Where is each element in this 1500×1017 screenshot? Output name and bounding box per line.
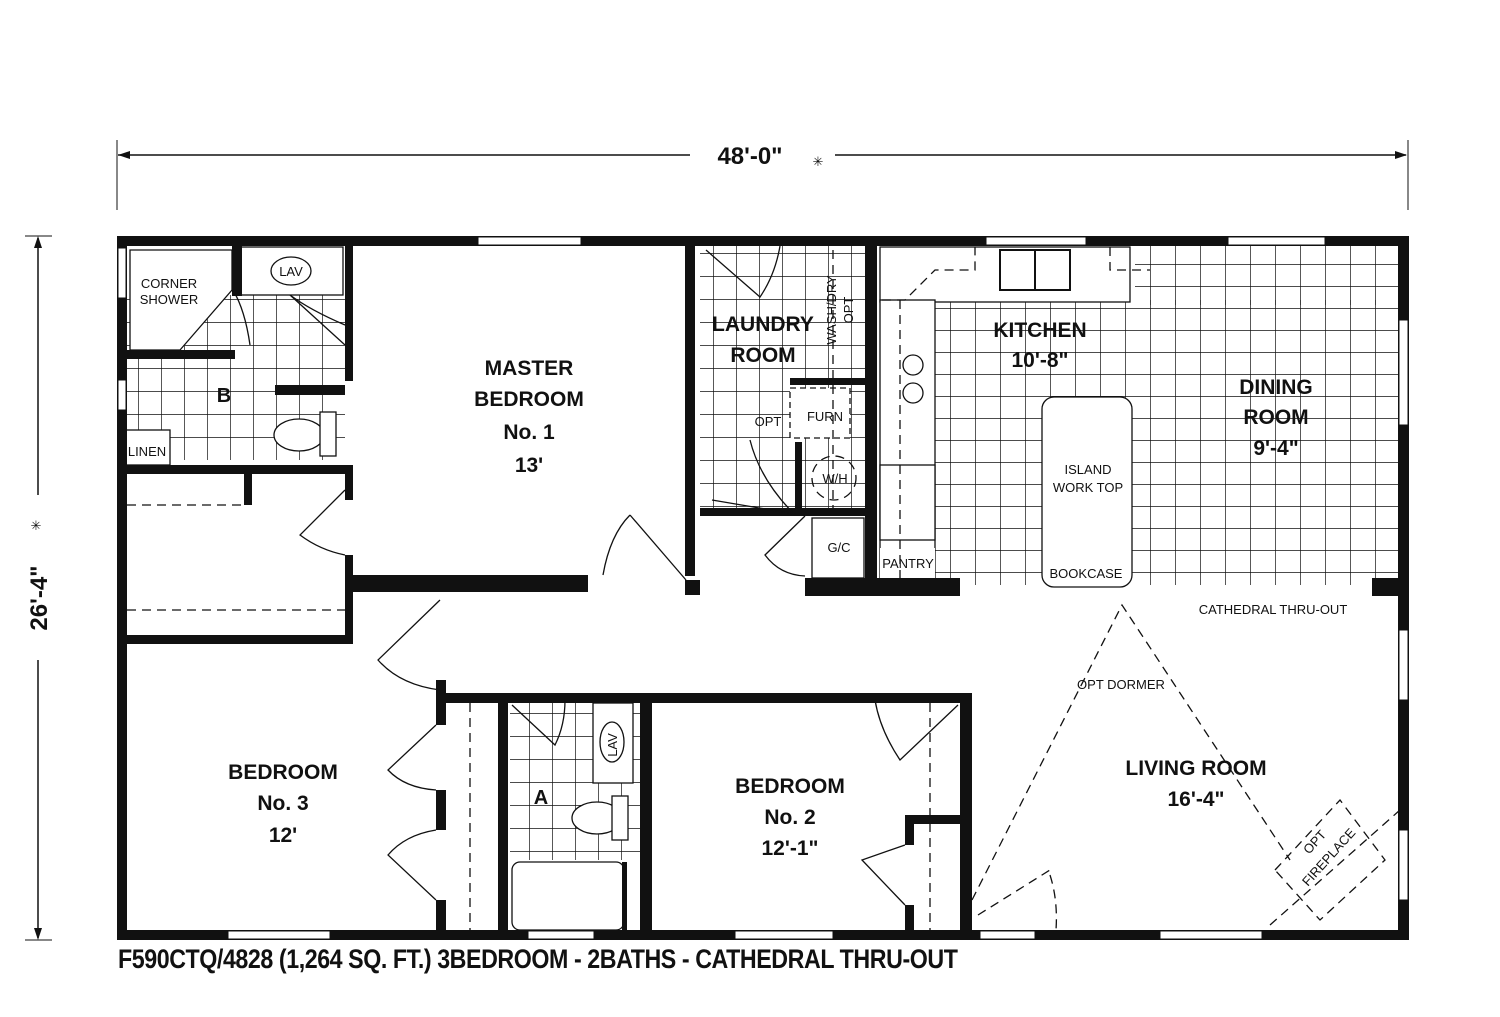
pantry-label: PANTRY xyxy=(882,556,934,571)
window xyxy=(477,236,582,246)
window xyxy=(1227,236,1326,246)
gc-closet xyxy=(811,517,865,579)
svg-text:OPT: OPT xyxy=(841,297,856,324)
windows xyxy=(117,236,1409,940)
window xyxy=(734,930,834,940)
svg-text:10'-8": 10'-8" xyxy=(1012,349,1069,372)
furnace-label: FURN xyxy=(807,409,843,424)
master-bedroom-label: MASTER xyxy=(485,357,574,380)
bedroom-2-label: BEDROOM xyxy=(735,775,845,798)
svg-text:No. 1: No. 1 xyxy=(503,421,555,444)
linen-label: LINEN xyxy=(128,444,166,459)
svg-text:No. 2: No. 2 xyxy=(764,806,815,829)
bath-a-label: A xyxy=(534,787,548,809)
water-heater-label: W/H xyxy=(822,471,847,486)
svg-text:16'-4": 16'-4" xyxy=(1168,788,1225,811)
window xyxy=(527,930,595,940)
width-dimension: 48'-0" ✳ xyxy=(116,140,1409,210)
door-opening xyxy=(979,930,1036,940)
burner-icon xyxy=(902,382,924,404)
island-label: ISLAND xyxy=(1065,462,1112,477)
lav-label: LAV xyxy=(279,264,303,279)
svg-text:12'-1": 12'-1" xyxy=(762,837,819,860)
furnace xyxy=(789,387,851,439)
asterisk-icon: ✳ xyxy=(813,154,824,169)
gc-label: G/C xyxy=(827,540,850,555)
asterisk-icon: ✳ xyxy=(31,518,42,533)
water-heater xyxy=(811,455,857,501)
window xyxy=(1398,829,1409,901)
svg-text:WORK TOP: WORK TOP xyxy=(1053,480,1123,495)
pantry-area xyxy=(880,548,935,578)
depth-dimension: ✳ 26'-4" xyxy=(25,235,53,941)
bathtub xyxy=(511,861,625,931)
svg-text:BEDROOM: BEDROOM xyxy=(474,388,584,411)
opt-dormer-label: OPT DORMER xyxy=(1077,677,1165,692)
dining-room-label: DINING xyxy=(1239,376,1313,399)
burner-icon xyxy=(902,354,924,376)
window xyxy=(117,379,127,411)
bookcase-label: BOOKCASE xyxy=(1050,566,1123,581)
refrigerator xyxy=(879,464,936,541)
room-labels: MASTER BEDROOM No. 1 13' BEDROOM No. 3 1… xyxy=(217,313,1313,860)
lav-sink-b xyxy=(270,256,312,286)
dining-floor xyxy=(1135,245,1405,305)
bath-b-label: B xyxy=(217,385,231,407)
laundry-room-label: LAUNDRY xyxy=(712,313,814,336)
kitchen-label: KITCHEN xyxy=(993,319,1086,342)
lav-label: LAV xyxy=(605,733,620,757)
lav-sink-a xyxy=(599,721,625,763)
door-swings xyxy=(232,245,959,906)
width-label: 48'-0" xyxy=(717,143,782,170)
kitchen-floor xyxy=(935,300,1405,585)
toilet-b xyxy=(273,418,325,452)
dashed-lines xyxy=(127,247,1401,931)
svg-text:SHOWER: SHOWER xyxy=(140,292,199,307)
cathedral-label: CATHEDRAL THRU-OUT xyxy=(1199,602,1348,617)
kitchen-counter-side xyxy=(879,299,936,586)
svg-text:No. 3: No. 3 xyxy=(257,792,308,815)
svg-text:ROOM: ROOM xyxy=(1243,406,1308,429)
svg-text:13': 13' xyxy=(515,454,543,477)
island-work-top xyxy=(1041,396,1133,588)
corner-shower xyxy=(129,249,233,351)
interior-walls xyxy=(125,246,1402,940)
window xyxy=(1398,629,1409,701)
corner-shower-label: CORNER xyxy=(141,276,197,291)
depth-label: 26'-4" xyxy=(26,565,53,630)
svg-text:12': 12' xyxy=(269,824,297,847)
bedroom-3-label: BEDROOM xyxy=(228,761,338,784)
window xyxy=(1398,319,1409,426)
window xyxy=(117,247,127,299)
opt-label: OPT xyxy=(755,414,782,429)
window xyxy=(227,930,331,940)
window xyxy=(985,236,1087,246)
window xyxy=(1159,930,1263,940)
plan-caption: F590CTQ/4828 (1,264 SQ. FT.) 3BEDROOM - … xyxy=(118,944,958,974)
wash-dry-label: WASH/DRY xyxy=(824,275,839,345)
svg-text:9'-4": 9'-4" xyxy=(1253,437,1298,460)
svg-text:ROOM: ROOM xyxy=(730,344,795,367)
linen-closet xyxy=(125,429,171,466)
living-room-label: LIVING ROOM xyxy=(1125,757,1266,780)
laundry-floor xyxy=(700,245,865,510)
